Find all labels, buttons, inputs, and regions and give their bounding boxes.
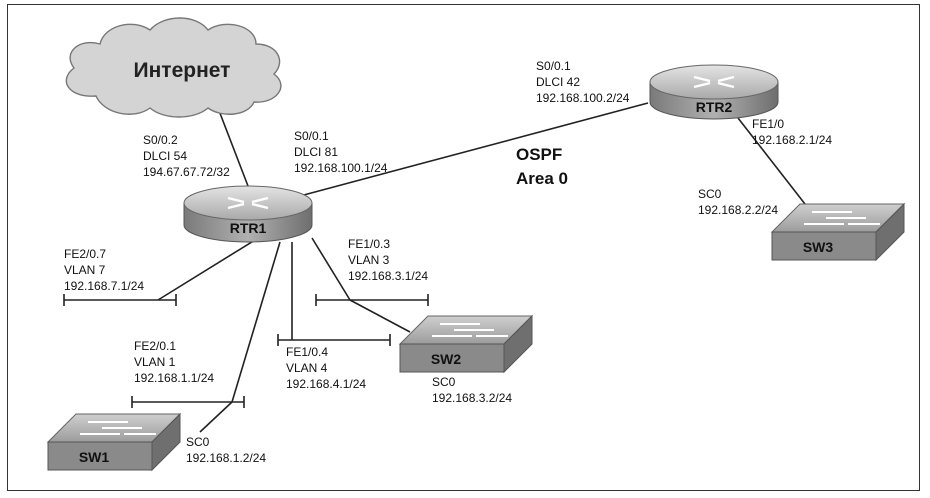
ip-address: 194.67.67.72/32 (143, 165, 230, 179)
label-vlan4: FE1/0.4 VLAN 4 192.168.4.1/24 (286, 345, 366, 391)
switch-label: SW1 (79, 449, 110, 465)
cloud-label: Интернет (134, 59, 231, 82)
switch-sw3[interactable]: SW3 (770, 202, 906, 262)
interface-name: S0/0.2 (143, 133, 178, 147)
vlan: VLAN 1 (134, 355, 176, 369)
interface-name: SC0 (432, 375, 456, 389)
switch-sw1[interactable]: SW1 (46, 412, 182, 472)
interface-name: FE2/0.7 (64, 247, 106, 261)
link-vlan3-sw2 (349, 299, 411, 333)
interface-name: FE1/0.3 (348, 237, 390, 251)
label-sw2-sc: SC0 192.168.3.2/24 (432, 375, 512, 405)
switch-arrows-icon (432, 323, 508, 337)
switch-sw2[interactable]: SW2 (398, 314, 534, 374)
label-sw1-sc: SC0 192.168.1.2/24 (186, 435, 266, 465)
dlci: DLCI 54 (143, 149, 187, 163)
label-vlan3: FE1/0.3 VLAN 3 192.168.3.1/24 (348, 237, 428, 283)
ip-address: 192.168.2.1/24 (752, 133, 832, 147)
switch-arrows-icon (80, 421, 156, 435)
dlci: DLCI 42 (536, 75, 580, 89)
interface-name: FE1/0 (752, 117, 784, 131)
link-rtr1-vlan1 (231, 241, 281, 403)
label-rtr1-internet: S0/0.2 DLCI 54 194.67.67.72/32 (143, 133, 230, 179)
interface-name: FE1/0.4 (286, 345, 328, 359)
link-rtr2-sw3 (737, 117, 806, 205)
ip-address: 192.168.1.1/24 (134, 371, 214, 385)
link-rtr1-vlan3 (311, 237, 351, 301)
ip-address: 192.168.100.1/24 (294, 161, 388, 175)
vlan: VLAN 3 (348, 253, 390, 267)
internet-cloud: Интернет (65, 17, 282, 118)
switch-label: SW2 (431, 351, 462, 367)
router-arrows-icon (227, 196, 269, 210)
links (63, 102, 806, 433)
dlci: DLCI 81 (294, 145, 338, 159)
label-vlan1: FE2/0.1 VLAN 1 192.168.1.1/24 (134, 339, 214, 385)
interface-name: S0/0.1 (536, 59, 571, 73)
ospf-line2: Area 0 (516, 169, 568, 188)
label-sw3-sc: SC0 192.168.2.2/24 (698, 187, 778, 217)
diagram-frame (7, 4, 920, 491)
router-arrows-icon (693, 75, 735, 89)
link-vlan1-sw1 (199, 401, 233, 433)
ip-address: 192.168.3.1/24 (348, 269, 428, 283)
link-internet-rtr1 (217, 107, 249, 187)
label-rtr2-fe: FE1/0 192.168.2.1/24 (752, 117, 832, 147)
vlan: VLAN 7 (64, 263, 106, 277)
vlan: VLAN 4 (286, 361, 328, 375)
ospf-line1: OSPF (516, 145, 562, 164)
label-rtr1-frame: S0/0.1 DLCI 81 192.168.100.1/24 (294, 129, 388, 175)
ip-address: 192.168.1.2/24 (186, 451, 266, 465)
link-rtr1-rtr2 (299, 102, 649, 197)
label-rtr2-frame: S0/0.1 DLCI 42 192.168.100.2/24 (536, 59, 630, 105)
switch-label: SW3 (803, 239, 834, 255)
router-label: RTR1 (230, 220, 267, 236)
ip-address: 192.168.100.2/24 (536, 91, 630, 105)
ip-address: 192.168.2.2/24 (698, 203, 778, 217)
ip-address: 192.168.3.2/24 (432, 391, 512, 405)
router-rtr1[interactable]: RTR1 (183, 185, 313, 243)
link-rtr1-vlan7 (157, 239, 256, 301)
ip-address: 192.168.7.1/24 (64, 279, 144, 293)
interface-name: FE2/0.1 (134, 339, 176, 353)
ip-address: 192.168.4.1/24 (286, 377, 366, 391)
switch-arrows-icon (804, 211, 880, 225)
ospf-area-label: OSPF Area 0 (516, 145, 568, 188)
router-label: RTR2 (696, 99, 733, 115)
router-rtr2[interactable]: RTR2 (649, 64, 779, 120)
interface-name: SC0 (186, 435, 210, 449)
interface-name: SC0 (698, 187, 722, 201)
label-vlan7: FE2/0.7 VLAN 7 192.168.7.1/24 (64, 247, 144, 293)
interface-name: S0/0.1 (294, 129, 329, 143)
